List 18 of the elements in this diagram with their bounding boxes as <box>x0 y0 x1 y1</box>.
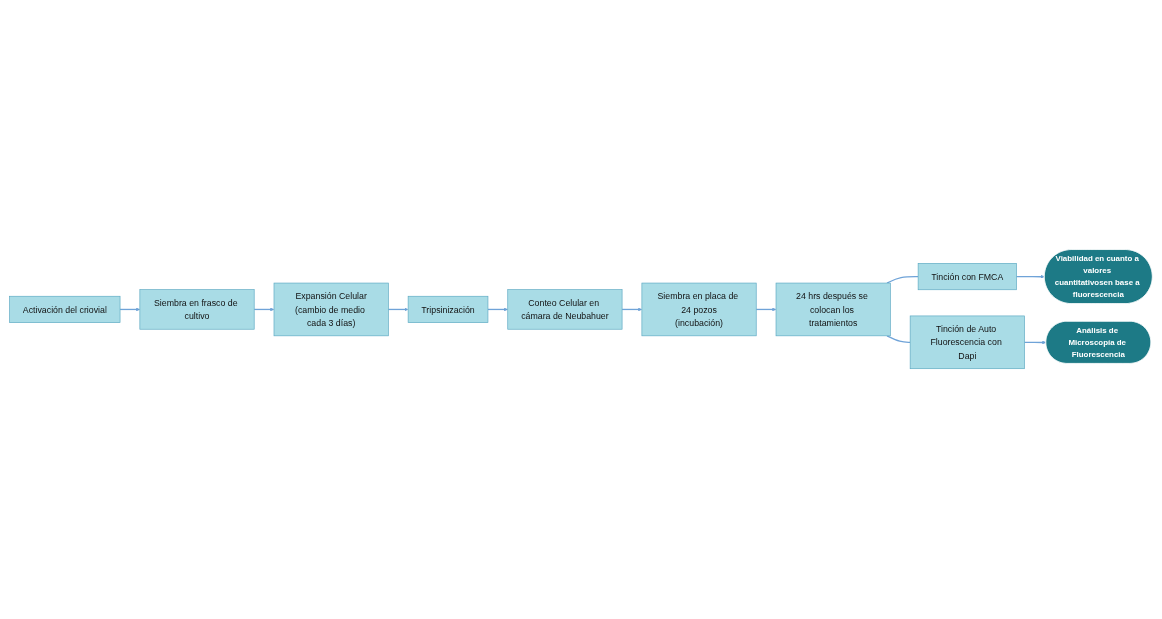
arrow <box>755 307 777 312</box>
node-box: Siembra en placa de 24 pozos (incubación) <box>641 283 757 337</box>
node-box: Siembra en frasco de cultivo <box>139 289 255 330</box>
node-box: Expansión Celular (cambio de medio cada 3 días) <box>273 283 389 337</box>
node-box: Tinción con FMCA <box>917 263 1017 291</box>
connector <box>886 276 919 285</box>
arrow <box>487 307 508 312</box>
arrow <box>1015 275 1045 280</box>
node-box: 24 hrs después se colocan los tratamientos <box>775 283 891 337</box>
arrow <box>621 307 643 312</box>
arrow <box>387 307 409 312</box>
arrow <box>1023 340 1047 345</box>
node-box: Tinción de Auto Fluorescencia con Dapi <box>909 316 1025 370</box>
arrow <box>253 307 275 312</box>
arrow <box>119 307 141 312</box>
node-box: Activación del criovial <box>9 296 121 324</box>
node-box: Conteo Celular en cámara de Neubahuer <box>507 289 623 330</box>
node-box: Tripsinización <box>407 296 489 324</box>
